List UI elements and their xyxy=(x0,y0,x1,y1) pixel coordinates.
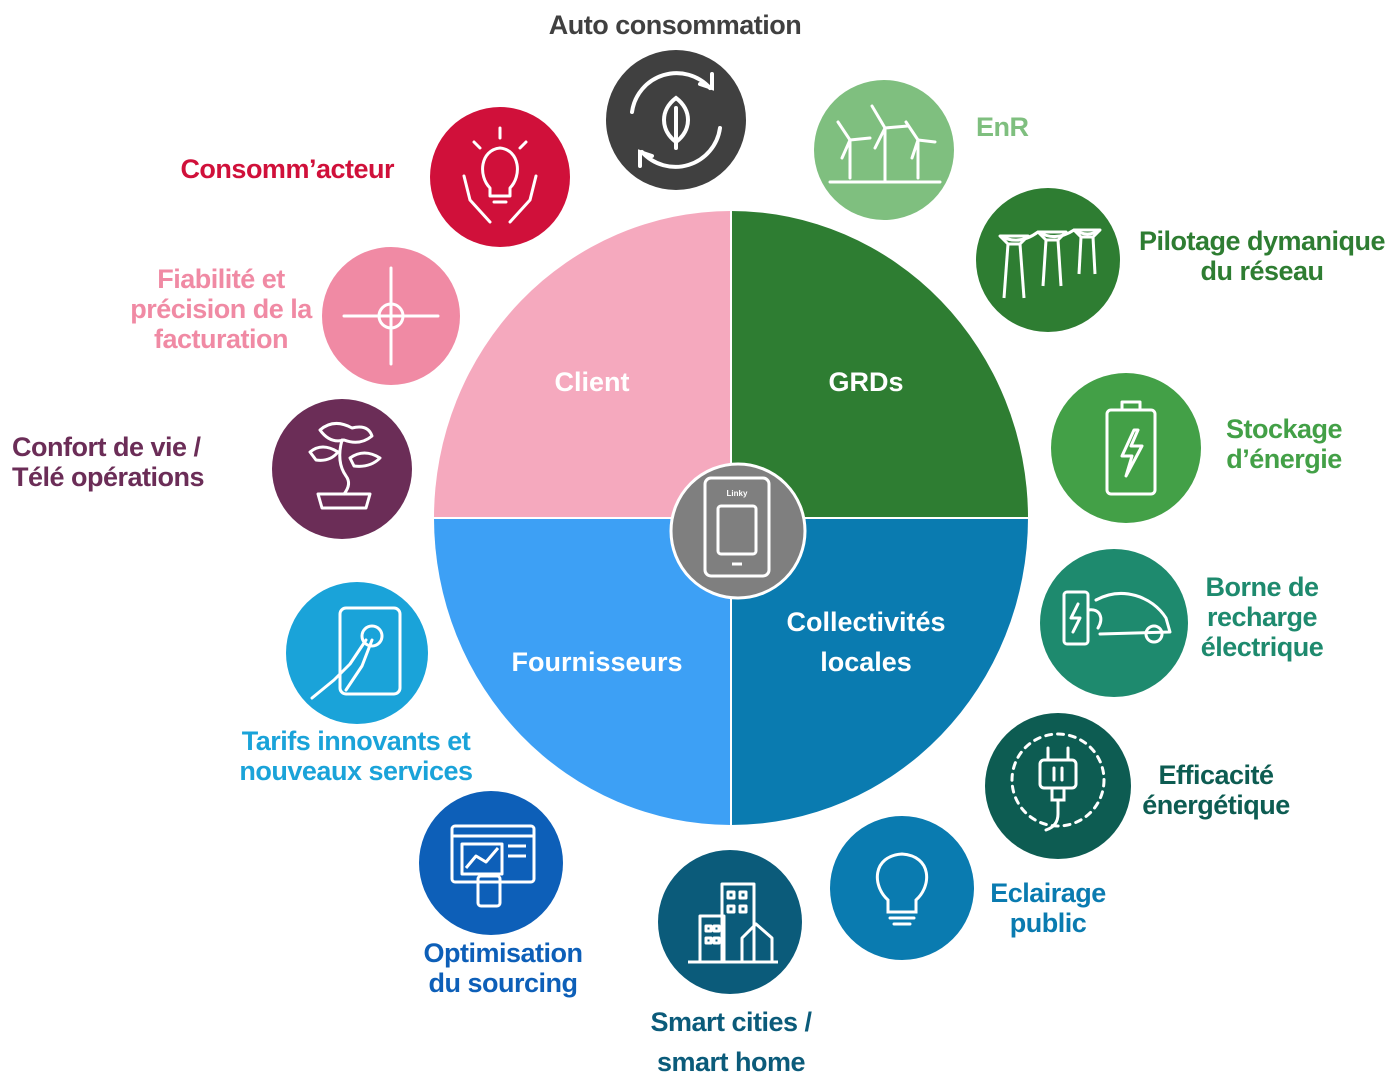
quadrant-collectivites xyxy=(731,518,1028,825)
consommacteur-node xyxy=(430,107,570,247)
quadrant-fournisseurs xyxy=(434,518,731,825)
borne-node xyxy=(1040,549,1188,697)
smart-cities-label: Smart cities / smart home xyxy=(650,1007,812,1077)
buildings-icon xyxy=(688,882,778,964)
enr-node xyxy=(814,80,954,220)
pilotage-label: Pilotage dymanique du réseau xyxy=(1138,226,1386,286)
eclairage-node xyxy=(830,816,974,960)
quadrant-client xyxy=(434,211,731,518)
stockage-label: Stockage d’énergie xyxy=(1225,414,1343,474)
quadrant-label-collectivites: Collectivités locales xyxy=(776,602,956,682)
recycle-leaf-icon xyxy=(630,71,722,169)
fiabilite-label: Fiabilité et précision de la facturation xyxy=(130,264,312,354)
smart-cities-node xyxy=(658,850,802,994)
confort-node xyxy=(272,399,412,539)
sourcing-label: Optimisation du sourcing xyxy=(423,938,583,998)
eclairage-label: Eclairage public xyxy=(990,878,1106,938)
touch-phone-icon xyxy=(310,606,402,700)
borne-label: Borne de recharge électrique xyxy=(1200,572,1324,662)
central-pie xyxy=(434,211,1028,825)
power-pylons-icon xyxy=(998,228,1102,299)
auto-consommation-label: Auto consommation xyxy=(548,10,802,40)
quadrant-grds xyxy=(731,211,1028,518)
quadrant-label-grds: GRDs xyxy=(806,362,926,402)
efficacite-node xyxy=(985,713,1131,859)
light-bulb-icon xyxy=(875,852,929,926)
grds-label: GRDs xyxy=(828,367,904,397)
fournisseurs-label: Fournisseurs xyxy=(511,647,683,677)
fiabilite-node xyxy=(322,247,460,385)
plug-icon xyxy=(1010,732,1106,832)
linky-meter-icon: Linky xyxy=(669,462,807,600)
auto-consommation-node xyxy=(606,50,746,190)
wind-turbines-icon xyxy=(828,104,942,184)
crosshair-icon xyxy=(342,266,440,366)
tarifs-node xyxy=(286,582,428,724)
pilotage-node xyxy=(976,188,1120,332)
tarifs-label: Tarifs innovants et nouveaux services xyxy=(239,726,473,786)
meter-brand-label: Linky xyxy=(727,489,748,498)
battery-icon xyxy=(1105,400,1157,496)
client-label: Client xyxy=(554,367,630,397)
quadrant-label-client: Client xyxy=(532,362,652,402)
ev-charging-icon xyxy=(1062,590,1172,646)
quadrant-label-fournisseurs: Fournisseurs xyxy=(497,642,697,682)
bonsai-icon xyxy=(308,422,382,510)
consommacteur-label: Consomm’acteur xyxy=(180,154,394,184)
enr-label: EnR xyxy=(976,112,1029,142)
collectivites-label-line1: Collectivités xyxy=(786,607,946,637)
hands-bulb-icon xyxy=(462,126,538,224)
collectivites-label-line2: locales xyxy=(820,647,912,677)
stockage-node xyxy=(1051,373,1201,523)
dashboard-icon xyxy=(450,824,536,908)
sourcing-node xyxy=(419,791,563,935)
efficacite-label: Efficacité énergétique xyxy=(1142,760,1290,820)
confort-label: Confort de vie / Télé opérations xyxy=(12,432,205,492)
